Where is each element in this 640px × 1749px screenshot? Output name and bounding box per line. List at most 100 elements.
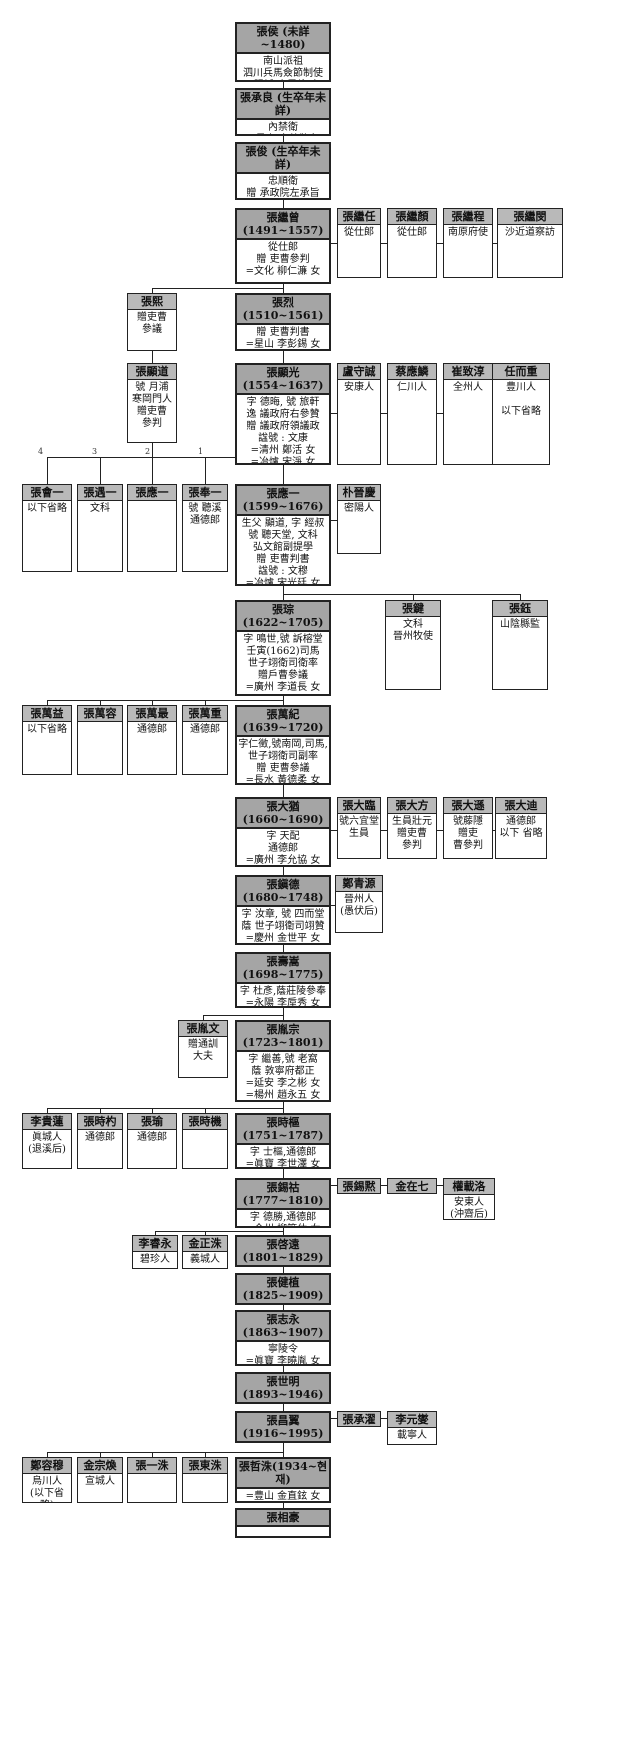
- person-details: 仁川人: [388, 380, 436, 396]
- relative-person-box: 張繼閔沙近道察訪: [497, 208, 563, 278]
- person-details: 載寧人: [388, 1428, 436, 1444]
- person-name: 張繼曾: [266, 211, 300, 224]
- lineage-person-box: 張大猶(1660~1690)字 天配通德郞=廣州 李允協 女: [235, 797, 331, 867]
- person-name-header: 盧守誠: [338, 364, 380, 380]
- detail-line: 通德郞: [190, 724, 220, 735]
- relative-person-box: 任而重豊川人 以下省略: [492, 363, 550, 465]
- relative-person-box: 張大臨號六宜堂生員: [337, 797, 381, 859]
- detail-line: (退溪后): [28, 1144, 66, 1155]
- connector-line: [283, 594, 521, 595]
- person-details: [128, 501, 176, 517]
- connector-line: [100, 700, 101, 705]
- relative-person-box: 張萬重通德郞: [182, 705, 228, 775]
- person-name-header: 張繼閔: [498, 209, 562, 225]
- detail-line: =延安 李之彬 女: [245, 1078, 321, 1089]
- person-details: 字 天配通德郞=廣州 李允協 女: [237, 829, 329, 865]
- relative-person-box: 張熙贈吏曹參議: [127, 293, 177, 351]
- person-details: [183, 1130, 227, 1146]
- lineage-person-box: 張顯光(1554~1637)字 德晦, 號 旅軒逸 議政府右參贊贈 議政府領議政…: [235, 363, 331, 465]
- connector-line: [437, 413, 443, 414]
- person-name: 張萬紀: [266, 708, 300, 721]
- connector-line: [47, 1452, 283, 1453]
- person-details: 從仕郞: [388, 225, 436, 241]
- detail-line: 字 汝章, 號 四而堂: [241, 909, 325, 920]
- detail-line: 贈吏: [458, 828, 478, 839]
- person-name-header: 張琮(1622~1705): [237, 602, 329, 632]
- person-details: 字 杜彥,蔭莊陵參奉=永陽 李垕秀 女: [237, 984, 329, 1006]
- connector-line: [283, 1443, 284, 1457]
- person-details: 內禁衛=星山 李義敬女: [237, 120, 329, 134]
- person-name-header: 張侯 (未詳~1480): [237, 24, 329, 54]
- person-name: 張繼顏: [395, 210, 429, 223]
- relative-person-box: 張大迪通德郞以下 省略: [495, 797, 547, 859]
- detail-line: 贈通訓: [188, 1039, 218, 1050]
- detail-line: 贈 吏曹參議: [256, 763, 310, 774]
- person-name-header: 張烈(1510~1561): [237, 295, 329, 325]
- detail-line: 通德郞: [268, 843, 298, 854]
- person-years: (1639~1720): [242, 721, 324, 734]
- detail-line: (以下省略): [30, 1488, 64, 1502]
- detail-line: [129, 503, 175, 515]
- connector-line: [437, 830, 443, 831]
- person-name-header: 李貴蓮: [23, 1114, 71, 1130]
- person-name: 張世明(1893~1946): [242, 1375, 324, 1401]
- relative-person-box: 張時杓通德郞: [77, 1113, 123, 1169]
- lineage-person-box: 張琮(1622~1705)字 鳴世,號 訴榕堂壬寅(1662)司馬世子翊衛司衛率…: [235, 600, 331, 696]
- connector-line: [283, 1008, 284, 1020]
- person-details: 生員壯元贈吏曹參判: [388, 814, 436, 854]
- person-name: 張大迪: [504, 799, 538, 812]
- connector-line: [283, 1366, 284, 1372]
- person-name: 張萬重: [188, 707, 222, 720]
- detail-line: 贈 吏曹判書: [256, 327, 310, 338]
- person-name: 張大遜: [451, 799, 485, 812]
- person-name-header: 張萬紀(1639~1720): [237, 707, 329, 737]
- person-name: 金宗煥: [83, 1459, 117, 1472]
- connector-line: [283, 351, 284, 363]
- detail-line: =長水 黃德柔 女: [245, 775, 321, 785]
- relative-person-box: 張繼任從仕郞: [337, 208, 381, 278]
- detail-line: 載寧人: [397, 1430, 427, 1441]
- person-name: 張琮: [272, 603, 294, 616]
- lineage-person-box: 張志永(1863~1907)寧陵令=眞寶 李曉胤 女=冶爐 宋來欽 女: [235, 1310, 331, 1366]
- detail-line: 內禁衛: [268, 122, 298, 133]
- connector-line: [331, 905, 335, 906]
- person-name-header: 張會一: [23, 485, 71, 501]
- person-name-header: 金在七: [388, 1179, 436, 1193]
- person-name: 金在七: [395, 1180, 429, 1193]
- person-name: 張時杓: [83, 1115, 117, 1128]
- person-name: 盧守誠: [342, 365, 376, 378]
- connector-line: [205, 457, 206, 484]
- relative-person-box: 張時機: [182, 1113, 228, 1169]
- connector-line: [331, 413, 337, 414]
- person-details: 碧珍人: [133, 1252, 177, 1268]
- detail-line: 號藤隱: [453, 816, 483, 827]
- relative-person-box: 金在七: [387, 1178, 437, 1194]
- person-name: 張時樞: [266, 1116, 300, 1129]
- detail-line: 贈吏曹: [137, 312, 167, 323]
- person-name-header: 權載洛: [444, 1179, 494, 1195]
- connector-line: [155, 1231, 156, 1235]
- person-name-header: 崔致淳: [444, 364, 492, 380]
- connector-line: [283, 1503, 284, 1508]
- lineage-person-box: 張烈(1510~1561)贈 吏曹判書=星山 李彭錫 女: [235, 293, 331, 351]
- lineage-person-box: 張相豪: [235, 1508, 331, 1538]
- lineage-person-box: 張世明(1893~1946)=清州 鄭柱漢 女: [235, 1372, 331, 1404]
- person-name-header: 張健植(1825~1909): [237, 1275, 329, 1303]
- relative-person-box: 張萬最通德郞: [127, 705, 177, 775]
- person-details: 從仕郞贈 吏曹參判=文化 柳仁濂 女: [237, 240, 329, 280]
- detail-line: 生員: [349, 828, 369, 839]
- connector-line: [283, 945, 284, 952]
- person-name: 張時機: [188, 1115, 222, 1128]
- person-name-header: 張大方: [388, 798, 436, 814]
- person-name-header: 張志永(1863~1907): [237, 1312, 329, 1342]
- detail-line: 南原府使: [448, 227, 488, 238]
- person-name-header: 張大遜: [444, 798, 492, 814]
- person-details: 通德郞: [128, 1130, 176, 1146]
- person-name-header: 張瑜: [128, 1114, 176, 1130]
- lineage-person-box: 張萬紀(1639~1720)字仁徵,號南岡,司馬,世子翊衛司副率贈 吏曹參議=長…: [235, 705, 331, 785]
- person-name: 權載洛: [452, 1180, 486, 1193]
- person-name: 張顯道: [135, 365, 169, 378]
